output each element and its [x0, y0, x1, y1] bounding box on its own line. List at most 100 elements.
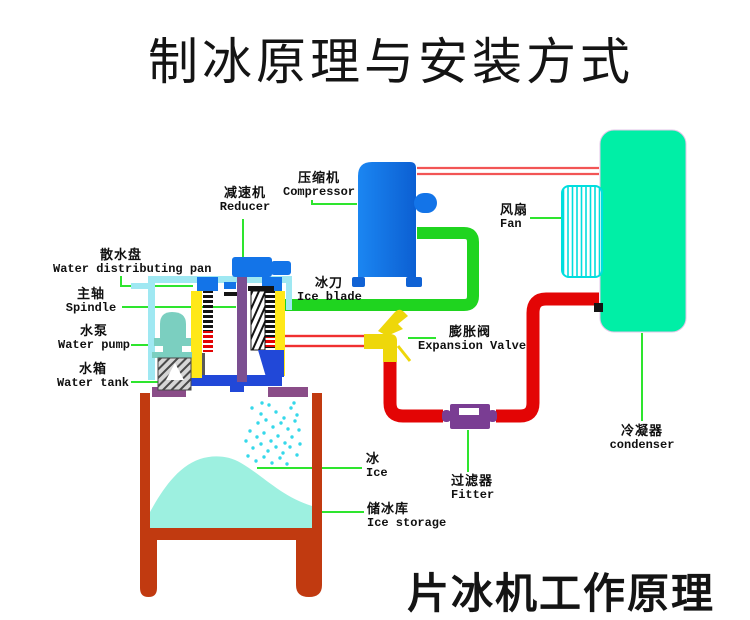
- ice-particle: [266, 449, 270, 453]
- compressor-shell: [358, 162, 416, 277]
- expansion-valve-handle: [378, 309, 408, 336]
- evaporator-drum: [250, 290, 266, 351]
- ice-particles: [244, 401, 302, 466]
- base-frame: [178, 375, 282, 386]
- compressor-port: [414, 193, 437, 213]
- bin-floor: [148, 528, 314, 540]
- liquid-pipe-valve-to-filter: [383, 358, 443, 423]
- expansion-valve-body: [364, 309, 412, 362]
- discharge-lines: [417, 166, 599, 176]
- water-pump-body: [152, 312, 192, 358]
- label-water-pump: 水泵 Water pump: [58, 323, 131, 352]
- ice-particle: [246, 454, 250, 458]
- ice-particle: [267, 403, 271, 407]
- fan-coil: [561, 185, 603, 278]
- ice-particle: [271, 425, 275, 429]
- filter-nub-right: [488, 410, 497, 422]
- ice-particle: [286, 427, 290, 431]
- label-compressor: 压缩机 Compressor: [283, 170, 356, 199]
- ice-particle: [270, 461, 274, 465]
- pump-stem: [163, 346, 182, 352]
- tank-notch: [166, 363, 184, 380]
- leader-water-distributing-pan: [120, 276, 193, 287]
- water-pan-center: [224, 282, 236, 289]
- ice-particle: [295, 453, 299, 457]
- pump-base: [152, 352, 192, 358]
- flake-ice-evaporator: [131, 257, 308, 397]
- drum-collar: [224, 292, 237, 296]
- label-fan: 风扇 Fan: [500, 202, 529, 231]
- frame-stub: [230, 386, 244, 392]
- ice-particle: [290, 435, 294, 439]
- water-channel-right: [275, 291, 285, 376]
- spindle-shaft: [237, 277, 247, 382]
- ice-particle: [259, 412, 263, 416]
- condenser-body: [599, 129, 687, 333]
- ice-particle: [255, 435, 259, 439]
- ice-particle: [289, 406, 293, 410]
- ice-particle: [298, 442, 302, 446]
- label-ice-blade: 冰刀 Ice blade: [297, 275, 362, 304]
- blade-rack-right: [265, 291, 275, 352]
- blade-rack-right-port: [265, 337, 275, 347]
- mount-pad-right: [268, 387, 308, 397]
- suction-pipe: [283, 227, 479, 311]
- ice-particle: [254, 459, 258, 463]
- ice-particle: [269, 439, 273, 443]
- ice-particle: [248, 429, 252, 433]
- ice-particle: [276, 434, 280, 438]
- ice-particle: [281, 451, 285, 455]
- drum-cap: [248, 286, 274, 291]
- label-condenser: 冷凝器 condenser: [609, 423, 675, 452]
- reducer-main: [232, 257, 272, 277]
- leader-lines: [120, 200, 643, 513]
- label-water-tank: 水箱 Water tank: [56, 361, 129, 390]
- ice-bin: [140, 393, 322, 597]
- filter-slot: [459, 408, 479, 415]
- ice-particle: [292, 401, 296, 405]
- ice-particle: [279, 421, 283, 425]
- label-spindle: 主轴 Spindle: [65, 286, 117, 315]
- label-ice-storage: 储冰库 Ice storage: [367, 501, 447, 530]
- liquid-pipe-filter-to-condenser: [496, 292, 599, 423]
- ice-particle: [282, 416, 286, 420]
- bin-wall-left: [140, 393, 150, 538]
- label-water-distributing-pan: 散水盘 Water distributing pan: [53, 247, 212, 276]
- footer-title: 片冰机工作原理: [407, 570, 716, 617]
- pump-flange: [154, 338, 191, 346]
- casing-right: [286, 276, 292, 310]
- leader-compressor: [311, 200, 357, 205]
- filter-shell: [450, 404, 490, 429]
- filter-body: [442, 404, 497, 429]
- ice-particle: [274, 445, 278, 449]
- expansion-valve-elbow: [364, 334, 397, 362]
- ice-particle: [297, 428, 301, 432]
- casing-left: [148, 276, 155, 380]
- blade-rack-left: [203, 291, 213, 331]
- ice-particle: [278, 456, 282, 460]
- expansion-valve-stem: [396, 345, 412, 362]
- ice-particle: [250, 406, 254, 410]
- compressor-foot-left: [352, 277, 365, 287]
- ice-particle: [274, 410, 278, 414]
- casing-stub: [131, 283, 148, 289]
- filter-nub-left: [442, 410, 451, 422]
- water-channel-left: [191, 291, 202, 378]
- ice-particle: [256, 421, 260, 425]
- compressor-body: [352, 162, 437, 287]
- ice-particle: [288, 445, 292, 449]
- ice-particle: [262, 455, 266, 459]
- ice-particle: [259, 442, 263, 446]
- ice-particle: [283, 441, 287, 445]
- ice-particle: [244, 439, 248, 443]
- pump-dome: [160, 312, 186, 338]
- bin-wall-right: [312, 393, 322, 538]
- blade-rack-left-lower: [203, 331, 213, 352]
- ice-funnel: [258, 350, 284, 377]
- bin-leg-left: [140, 538, 157, 597]
- ice-particle: [293, 419, 297, 423]
- reducer-body: [232, 257, 291, 277]
- compressor-foot-right: [406, 277, 422, 287]
